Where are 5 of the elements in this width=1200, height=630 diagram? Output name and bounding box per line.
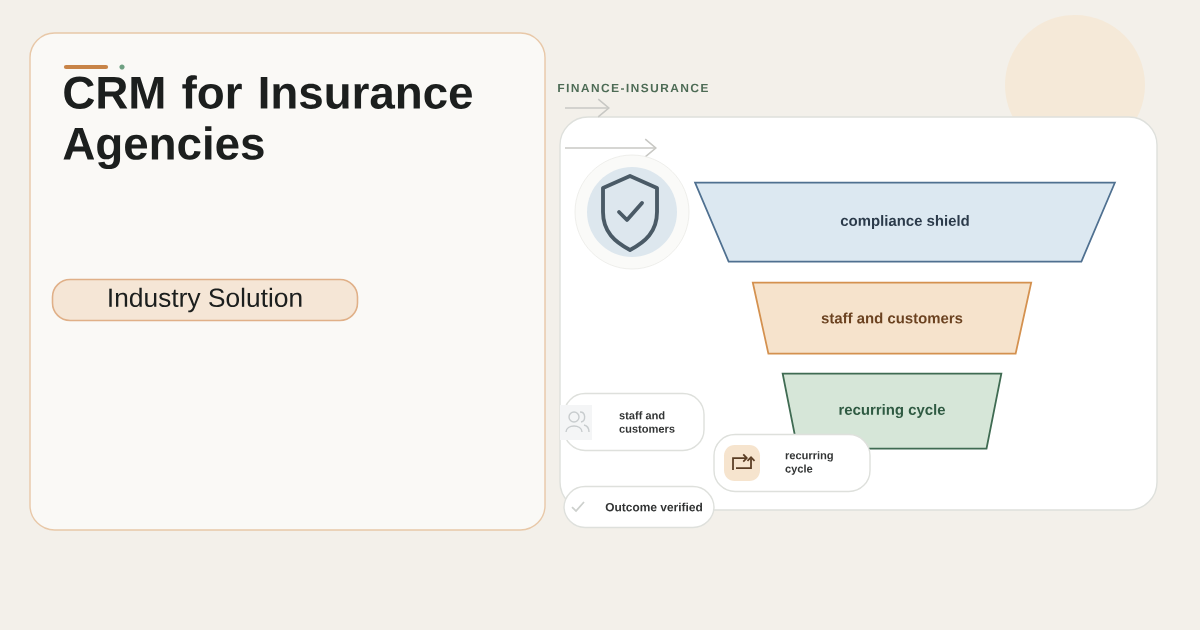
title: CRM for Insurance Agencies	[63, 75, 472, 170]
info-pill: Outcome verified	[563, 485, 715, 529]
funnel-stage: staff and customers	[751, 281, 1033, 355]
category-label: FINANCE-INSURANCE	[558, 83, 708, 93]
badge: Industry Solution	[51, 278, 359, 322]
